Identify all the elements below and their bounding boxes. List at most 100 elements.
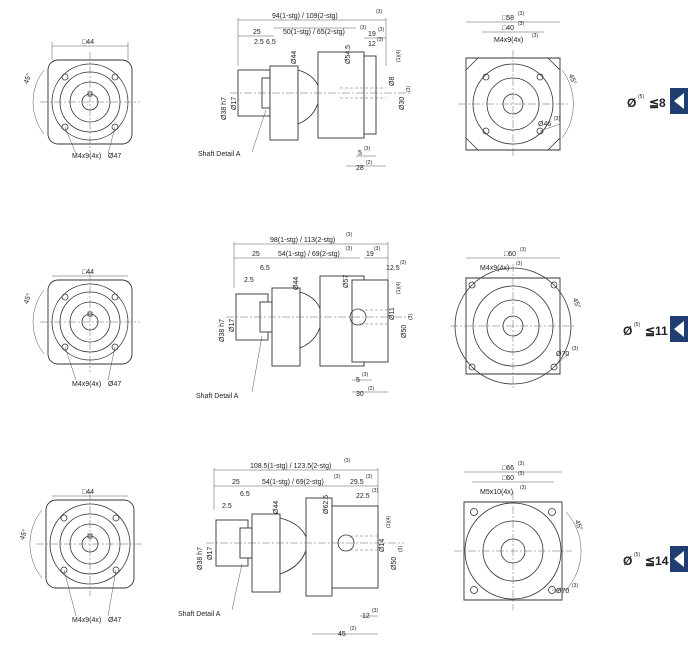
arrow-left-icon [674,93,684,109]
rear-angle-dim: 45° [567,73,578,86]
svg-text:(3): (3) [518,21,524,27]
pilot-h7-dim: Ø38 h7 [197,547,204,570]
selector-tab[interactable]: Ø (5) ≦14 [623,546,688,572]
selector-prefix: Ø [627,96,636,110]
neck [299,291,323,349]
selector-prefix: Ø [623,324,632,338]
body-length-dim: 54(1-stg) / 69(2-stg) [262,479,324,486]
rear-view: □66 (3) □60 (3) M5x10(4x) (3) 45° Ø70 (3… [454,461,584,610]
rear-angle-dim: 45° [573,519,584,532]
body-length-dim: 50(1-stg) / 65(2-stg) [283,29,345,36]
dim-6-5: 6.5 [240,491,250,498]
dim-6-5: 6.5 [260,265,270,272]
svg-text:(3): (3) [572,346,578,352]
svg-text:(3): (3) [518,11,524,17]
selector-label: ≦8 [649,96,666,110]
output-pilot-dim: Ø50 [401,325,408,338]
front-view: □44 45° M4x9(4x) Ø47 [22,39,140,160]
svg-text:(3): (3) [366,474,372,480]
rear-holes-dim: M4x9(4x) [494,37,523,44]
key-dim: 5 [358,150,362,157]
svg-text:(3): (3) [346,246,352,252]
rear-pcd-dim: Ø70 [556,351,569,358]
bolt-hole [548,508,556,516]
bolt-hole [550,281,558,289]
output-pilot-dim: Ø30 [399,97,406,110]
bolt-hole [470,508,478,516]
shaft-d17-dim: Ø17 [207,547,214,560]
body-length-dim: 54(1-stg) / 69(2-stg) [278,251,340,258]
pilot-h7-dim: Ø38 h7 [219,319,226,342]
selector-label: ≦14 [645,554,669,568]
bolt-hole [61,73,69,81]
tail-length-1: 19 [368,31,376,38]
flange-diameter-dim: Ø57 [343,275,350,288]
shaft-d17-dim: Ø17 [229,319,236,332]
neck [297,69,321,125]
rear-square-dim: □60 [504,251,516,258]
svg-text:(1)(4): (1)(4) [386,515,392,528]
dim-2-5: 2.5 [222,503,232,510]
svg-text:(3): (3) [346,232,352,238]
bolt-hole [60,514,68,522]
svg-text:(2): (2) [366,160,372,166]
svg-text:(3): (3) [377,37,383,43]
overall-length-dim: 98(1-stg) / 113(2-stg) [270,237,335,244]
output-bore-dim: Ø14 [379,539,386,552]
input-housing [269,65,299,141]
bolt-hole [61,343,69,351]
front-pcd-dim: Ø47 [108,153,121,160]
arrow-left-icon [674,551,684,567]
bolt-hole [468,281,476,289]
depth-dim: 28 [356,165,364,172]
dim-25: 25 [232,479,240,486]
shaft-detail-label: Shaft Detail A [178,611,221,618]
tail-length-2: 22.5 [356,493,370,500]
output-bore-dim: Ø8 [389,77,396,86]
bolt-hole [468,363,476,371]
rear-square-dim-2: □60 [502,475,514,482]
bolt-hole [482,73,490,81]
front-angle-dim: 45° [18,528,29,541]
selector-tab[interactable]: Ø (5) ≦8 [627,88,688,114]
side-view: 98(1-stg) / 113(2-stg) (3) 25 54(1-stg) … [196,232,414,400]
front-square-dim: □44 [82,269,94,276]
input-housing [271,287,301,367]
svg-text:(3): (3) [344,458,350,464]
depth-dim: 30 [356,391,364,398]
dim-6-5: 6.5 [266,39,276,46]
arrow-left-icon [674,321,684,337]
front-pcd-dim: Ø47 [108,381,121,388]
rear-angle-dim: 45° [571,297,582,310]
overall-length-dim: 94(1-stg) / 109(2-stg) [272,13,338,20]
pilot-h7-dim: Ø38 h7 [221,97,228,120]
svg-text:(1)(4): (1)(4) [396,49,402,62]
row-0: □44 45° M4x9(4x) Ø47 94(1-stg) / 109(2-s… [22,9,688,172]
svg-text:(5): (5) [634,552,640,558]
output-pilot-dim: Ø50 [391,557,398,570]
svg-text:(2): (2) [350,626,356,632]
svg-text:(3): (3) [372,488,378,494]
rear-square-dim: □58 [502,15,514,22]
bolt-hole [61,293,69,301]
svg-text:(3): (3) [406,86,412,92]
dim-d44: Ø44 [273,501,280,514]
rear-pcd-dim: Ø46 [538,121,551,128]
front-angle-dim: 45° [22,72,33,85]
gear-housing [317,51,365,139]
front-holes-dim: M4x9(4x) [72,381,101,388]
dim-d44: Ø44 [291,51,298,64]
rear-square-dim-2: □40 [502,25,514,32]
svg-text:(5): (5) [634,322,640,328]
dim-2-5: 2.5 [254,39,264,46]
dim-25: 25 [253,29,261,36]
rear-view: □60 (3) M4x9(4x) (3) 45° Ø70 (3) [450,247,582,388]
svg-text:(3): (3) [554,116,560,122]
selector-tab[interactable]: Ø (5) ≦11 [623,316,688,342]
rear-view: □58 (3) □40 (3) M4x9(4x) (3) 45° Ø46 (3) [458,11,578,158]
bolt-hole [550,363,558,371]
svg-text:(3): (3) [398,546,404,552]
shaft-d17-dim: Ø17 [231,97,238,110]
svg-text:(3): (3) [376,9,382,15]
bolt-hole [61,123,69,131]
